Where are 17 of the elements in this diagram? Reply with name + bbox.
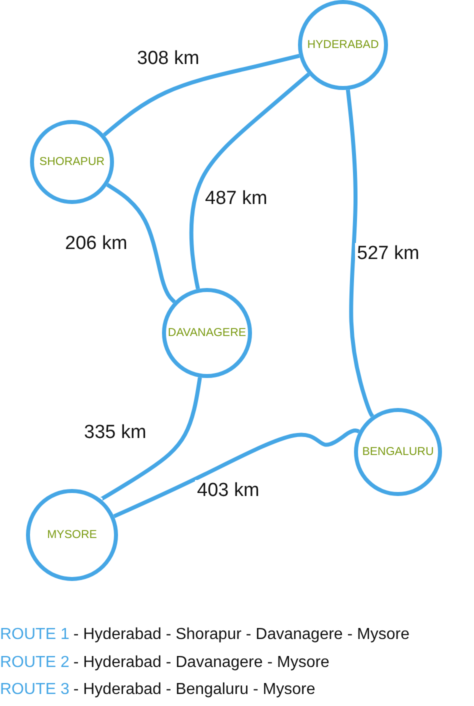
road-line [113, 428, 360, 518]
city-name: HYDERABAD [307, 39, 379, 51]
route-name: ROUTE 3 [0, 681, 70, 698]
route-name: ROUTE 1 [0, 626, 70, 643]
city-name: BENGALURU [362, 446, 434, 458]
city-name: DAVANAGERE [168, 327, 246, 339]
road-line [106, 182, 176, 304]
city-name: SHORAPUR [39, 156, 105, 168]
road-line [189, 72, 310, 290]
route-description: - Hyderabad - Shorapur - Davanagere - Mysore [73, 626, 410, 643]
city-name: MYSORE [47, 529, 97, 541]
road-line [346, 90, 374, 418]
route-description: - Hyderabad - Bengaluru - Mysore [73, 681, 316, 698]
route-description: - Hyderabad - Davanagere - Mysore [73, 654, 330, 670]
road-line [102, 54, 300, 136]
road-line [98, 377, 202, 502]
route-name: ROUTE 2 [0, 654, 70, 670]
